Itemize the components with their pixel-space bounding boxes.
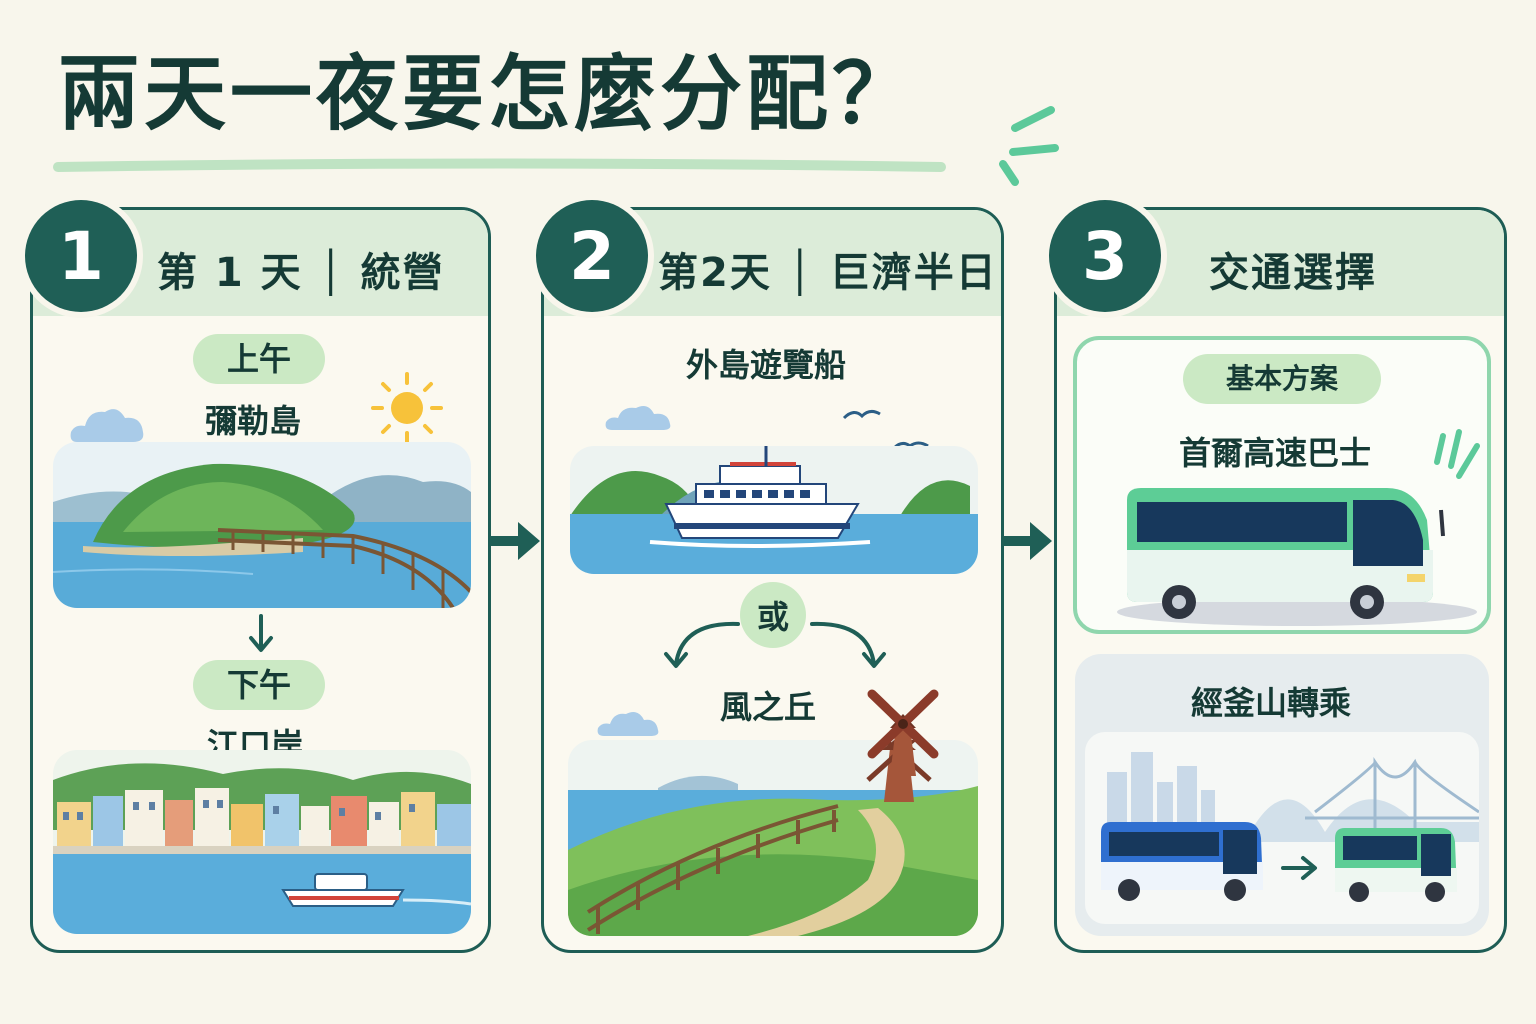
basic-plan-card: 基本方案 首爾高速巴士	[1073, 336, 1491, 634]
panel-day-2: 2 第2天 │ 巨濟半日 外島遊覽船	[536, 200, 1004, 953]
branch-arrow-icon	[664, 621, 886, 668]
morning-tag: 上午	[193, 334, 325, 384]
right-arrow-icon	[490, 522, 540, 560]
option-windhill-label: 風之丘	[720, 688, 817, 726]
cloud-icon	[70, 409, 144, 442]
mireuk-island-scene	[53, 442, 471, 608]
morning-place: 彌勒島	[205, 402, 302, 440]
sparkle-icon	[999, 106, 1059, 186]
panel-day-1: 1 第 1 天 │ 統營 上午 彌勒島	[25, 200, 491, 953]
express-bus-icon	[1117, 488, 1477, 626]
windmill-icon	[867, 689, 939, 776]
panel-title-day-2: 第2天 │ 巨濟半日	[658, 250, 998, 296]
cloud-icon	[597, 712, 659, 736]
panel-title-day-1: 第 1 天 │ 統營	[157, 250, 445, 296]
sparkle-icon	[1434, 429, 1480, 479]
step-badge-2: 2	[536, 200, 648, 312]
or-badge: 或	[740, 582, 806, 648]
right-arrow-icon	[1002, 522, 1052, 560]
basic-plan-tag: 基本方案	[1183, 354, 1381, 404]
transfer-scene	[1085, 732, 1479, 924]
panel-title-transport: 交通選擇	[1209, 250, 1377, 296]
alt-plan-card: 經釜山轉乘	[1075, 654, 1489, 936]
afternoon-tag: 下午	[193, 660, 325, 710]
basic-plan-option: 首爾高速巴士	[1179, 434, 1372, 472]
down-arrow-icon	[249, 614, 273, 652]
panel-transport: 3 交通選擇 基本方案 首爾高速巴士 經釜山轉乘	[1049, 200, 1507, 953]
page-title: 兩天一夜要怎麼分配？	[58, 47, 919, 142]
gangguan-harbor-scene	[53, 750, 471, 934]
option-ferry-label: 外島遊覽船	[686, 346, 847, 384]
sun-icon	[371, 372, 443, 444]
step-badge-1: 1	[25, 200, 137, 312]
title-underline	[53, 158, 946, 172]
busan-transfer-illustration	[1101, 752, 1479, 902]
ferry-scene	[570, 446, 978, 574]
cloud-icon	[605, 406, 671, 430]
step-badge-3: 3	[1049, 200, 1161, 312]
windy-hill-scene	[568, 740, 978, 936]
alt-plan-option: 經釜山轉乘	[1191, 684, 1352, 722]
